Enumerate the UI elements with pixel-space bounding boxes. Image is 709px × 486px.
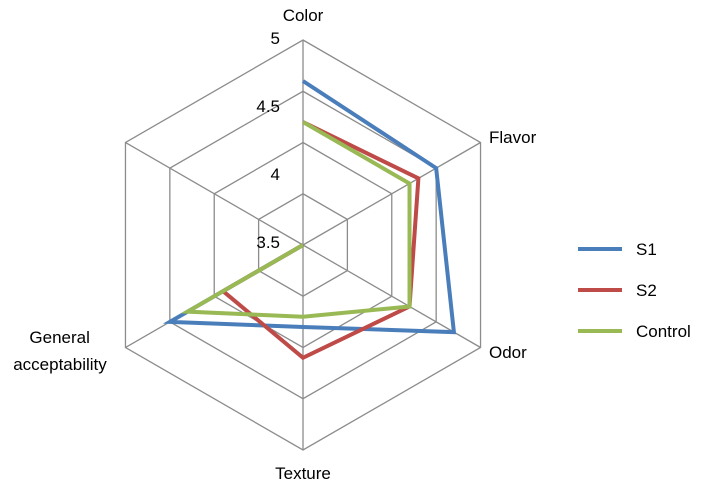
tick-label-4: 4: [271, 165, 280, 184]
grid-spoke: [125, 141, 304, 246]
axis-label-general-acceptability-line2: acceptability: [13, 355, 107, 374]
axis-label-odor: Odor: [489, 343, 527, 362]
legend-label-s2: S2: [636, 281, 657, 300]
radar-series: [162, 79, 457, 361]
axis-label-general-acceptability: General acceptability: [13, 328, 107, 374]
tick-label-4-5: 4.5: [256, 97, 280, 116]
tick-label-3-5: 3.5: [256, 233, 280, 252]
axis-label-flavor: Flavor: [489, 128, 537, 147]
axis-label-general-acceptability-line1: General: [29, 328, 89, 347]
legend-label-control: Control: [636, 322, 691, 341]
series-line-s2: [219, 120, 421, 361]
axis-label-color: Color: [283, 6, 324, 25]
legend-label-s1: S1: [636, 240, 657, 259]
tick-label-5: 5: [271, 29, 280, 48]
grid-spoke: [302, 141, 481, 246]
legend: S1 S2 Control: [578, 240, 691, 341]
series-line-control: [180, 120, 412, 319]
axis-label-texture: Texture: [275, 464, 331, 483]
